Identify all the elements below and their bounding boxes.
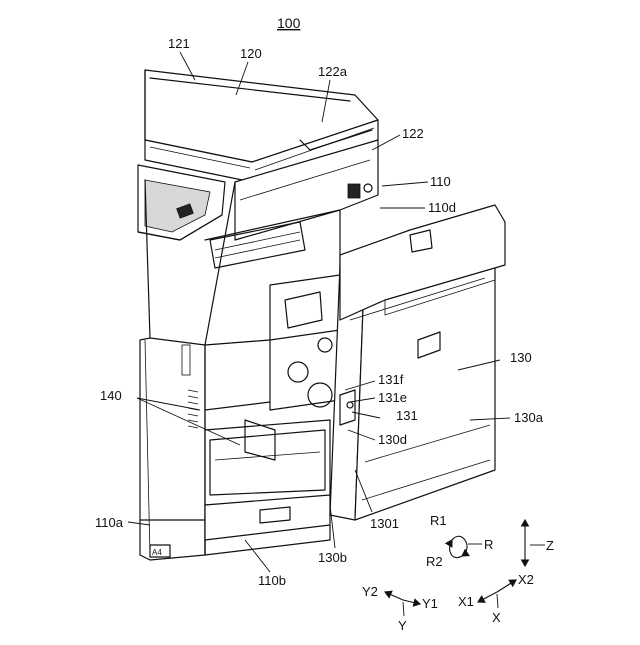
figure-number: 100	[277, 15, 301, 31]
label-130d: 130d	[378, 432, 407, 447]
label-110d: 110d	[428, 200, 456, 215]
operation-panel	[138, 165, 225, 240]
label-130: 130	[510, 350, 532, 365]
label-131: 131	[396, 408, 418, 423]
label-121: 121	[168, 36, 190, 51]
label-110: 110	[430, 174, 451, 189]
label-131f: 131f	[378, 372, 404, 387]
label-122: 122	[402, 126, 424, 141]
label-122a: 122a	[318, 64, 348, 79]
axis-Z: Z	[546, 538, 554, 553]
y-axis-indicator: Y2 Y1 Y	[362, 584, 438, 633]
tray-marking: A4	[152, 548, 162, 557]
axis-R2: R2	[426, 554, 443, 569]
axis-X1: X1	[458, 594, 474, 609]
axis-Y2: Y2	[362, 584, 378, 599]
label-110a: 110a	[95, 515, 124, 530]
label-140: 140	[100, 388, 122, 403]
axis-Y: Y	[398, 618, 407, 633]
axis-R1: R1	[430, 513, 447, 528]
label-130b: 130b	[318, 550, 347, 565]
rotation-indicator: R1 R2 R	[426, 513, 493, 569]
label-110b: 110b	[258, 573, 286, 588]
axis-X2: X2	[518, 572, 534, 587]
axis-X: X	[492, 610, 501, 625]
label-120: 120	[240, 46, 262, 61]
x-axis-indicator: X2 X1 X	[458, 572, 534, 625]
axis-R: R	[484, 537, 493, 552]
z-axis-indicator: Z	[525, 520, 554, 566]
label-130a: 130a	[514, 410, 544, 425]
axis-Y1: Y1	[422, 596, 438, 611]
label-1301: 1301	[370, 516, 399, 531]
label-131e: 131e	[378, 390, 407, 405]
